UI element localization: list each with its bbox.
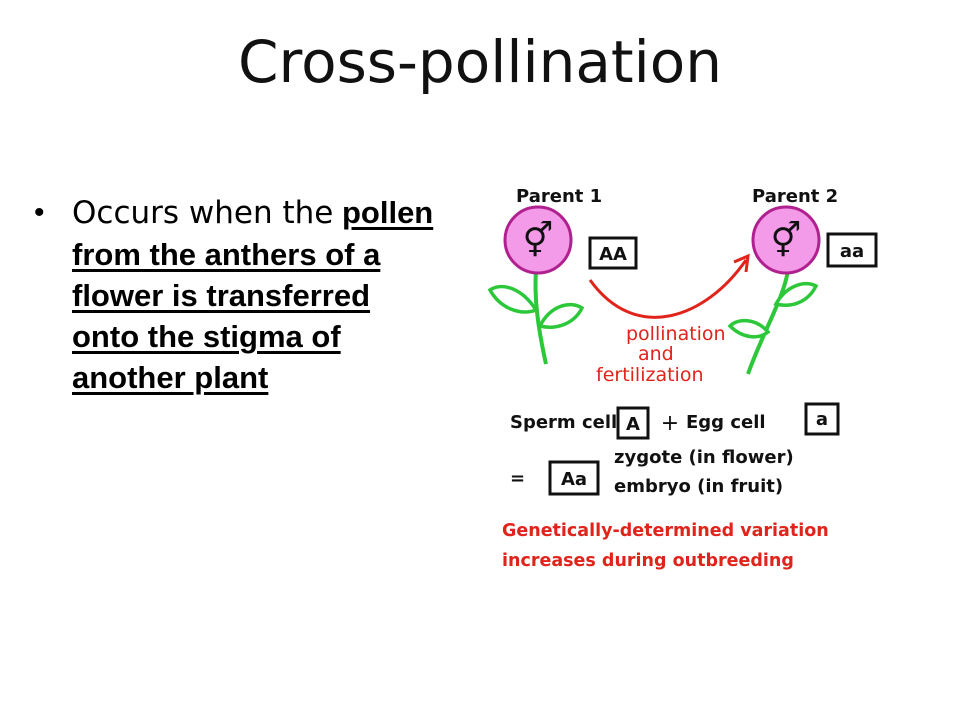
- parent1-plant: ⚥: [487, 205, 585, 365]
- bullet-text: Occurs when the pollen from the anthers …: [72, 192, 434, 398]
- parent2-flower: [751, 205, 821, 275]
- process-label-line3: fertilization: [596, 364, 704, 386]
- parent1-stem: [533, 269, 548, 365]
- parent2-genotype: aa: [840, 241, 864, 262]
- sperm-allele: A: [626, 414, 640, 435]
- parent2-plant: ⚥: [727, 205, 821, 375]
- parent2-label: Parent 2: [752, 186, 838, 207]
- parent2-stem: [746, 269, 790, 375]
- offspring-genotype-box: [548, 460, 600, 496]
- egg-allele: a: [816, 409, 828, 430]
- sperm-cell-label: Sperm cell: [510, 412, 617, 433]
- parent2-leaf-left: [727, 318, 771, 339]
- offspring-genotype: Aa: [561, 469, 587, 490]
- bullet-dot: •: [34, 196, 45, 229]
- parent1-genotype-box: [588, 236, 638, 270]
- egg-cell-label: Egg cell: [686, 412, 766, 433]
- plus-sign: +: [661, 411, 679, 436]
- cross-pollination-diagram: Parent 1 Parent 2 ⚥ AA ⚥ aa pollination …: [487, 186, 878, 571]
- equals-sign: =: [510, 468, 525, 489]
- result-line1: zygote (in flower): [614, 447, 794, 468]
- conclusion-line2: increases during outbreeding: [502, 551, 794, 571]
- parent2-genotype-box: [826, 232, 878, 268]
- parent1-hermaphrodite-icon: ⚥: [523, 220, 554, 261]
- parent1-label: Parent 1: [516, 186, 602, 207]
- parent1-leaf-right: [537, 302, 585, 329]
- slide-title: Cross-pollination: [238, 28, 722, 96]
- bullet-emphasis-text: pollen from the anthers of a flower is t…: [72, 195, 434, 395]
- parent2-hermaphrodite-icon: ⚥: [771, 220, 802, 261]
- pollination-arrowhead-icon: [733, 253, 750, 273]
- parent1-flower: [503, 205, 573, 275]
- pollination-arrow: [588, 259, 748, 319]
- bullet-point: • Occurs when the pollen from the anther…: [34, 192, 434, 398]
- conclusion-line1: Genetically-determined variation: [502, 521, 829, 541]
- process-label-line2: and: [638, 343, 674, 365]
- result-line2: embryo (in fruit): [614, 476, 783, 497]
- parent1-genotype: AA: [599, 244, 627, 265]
- process-label-line1: pollination: [626, 323, 726, 345]
- parent1-leaf-left: [487, 284, 539, 314]
- parent2-leaf-right: [773, 282, 819, 307]
- sperm-allele-box: [616, 406, 650, 440]
- egg-allele-box: [804, 402, 840, 436]
- bullet-lead-text: Occurs when the: [72, 195, 334, 231]
